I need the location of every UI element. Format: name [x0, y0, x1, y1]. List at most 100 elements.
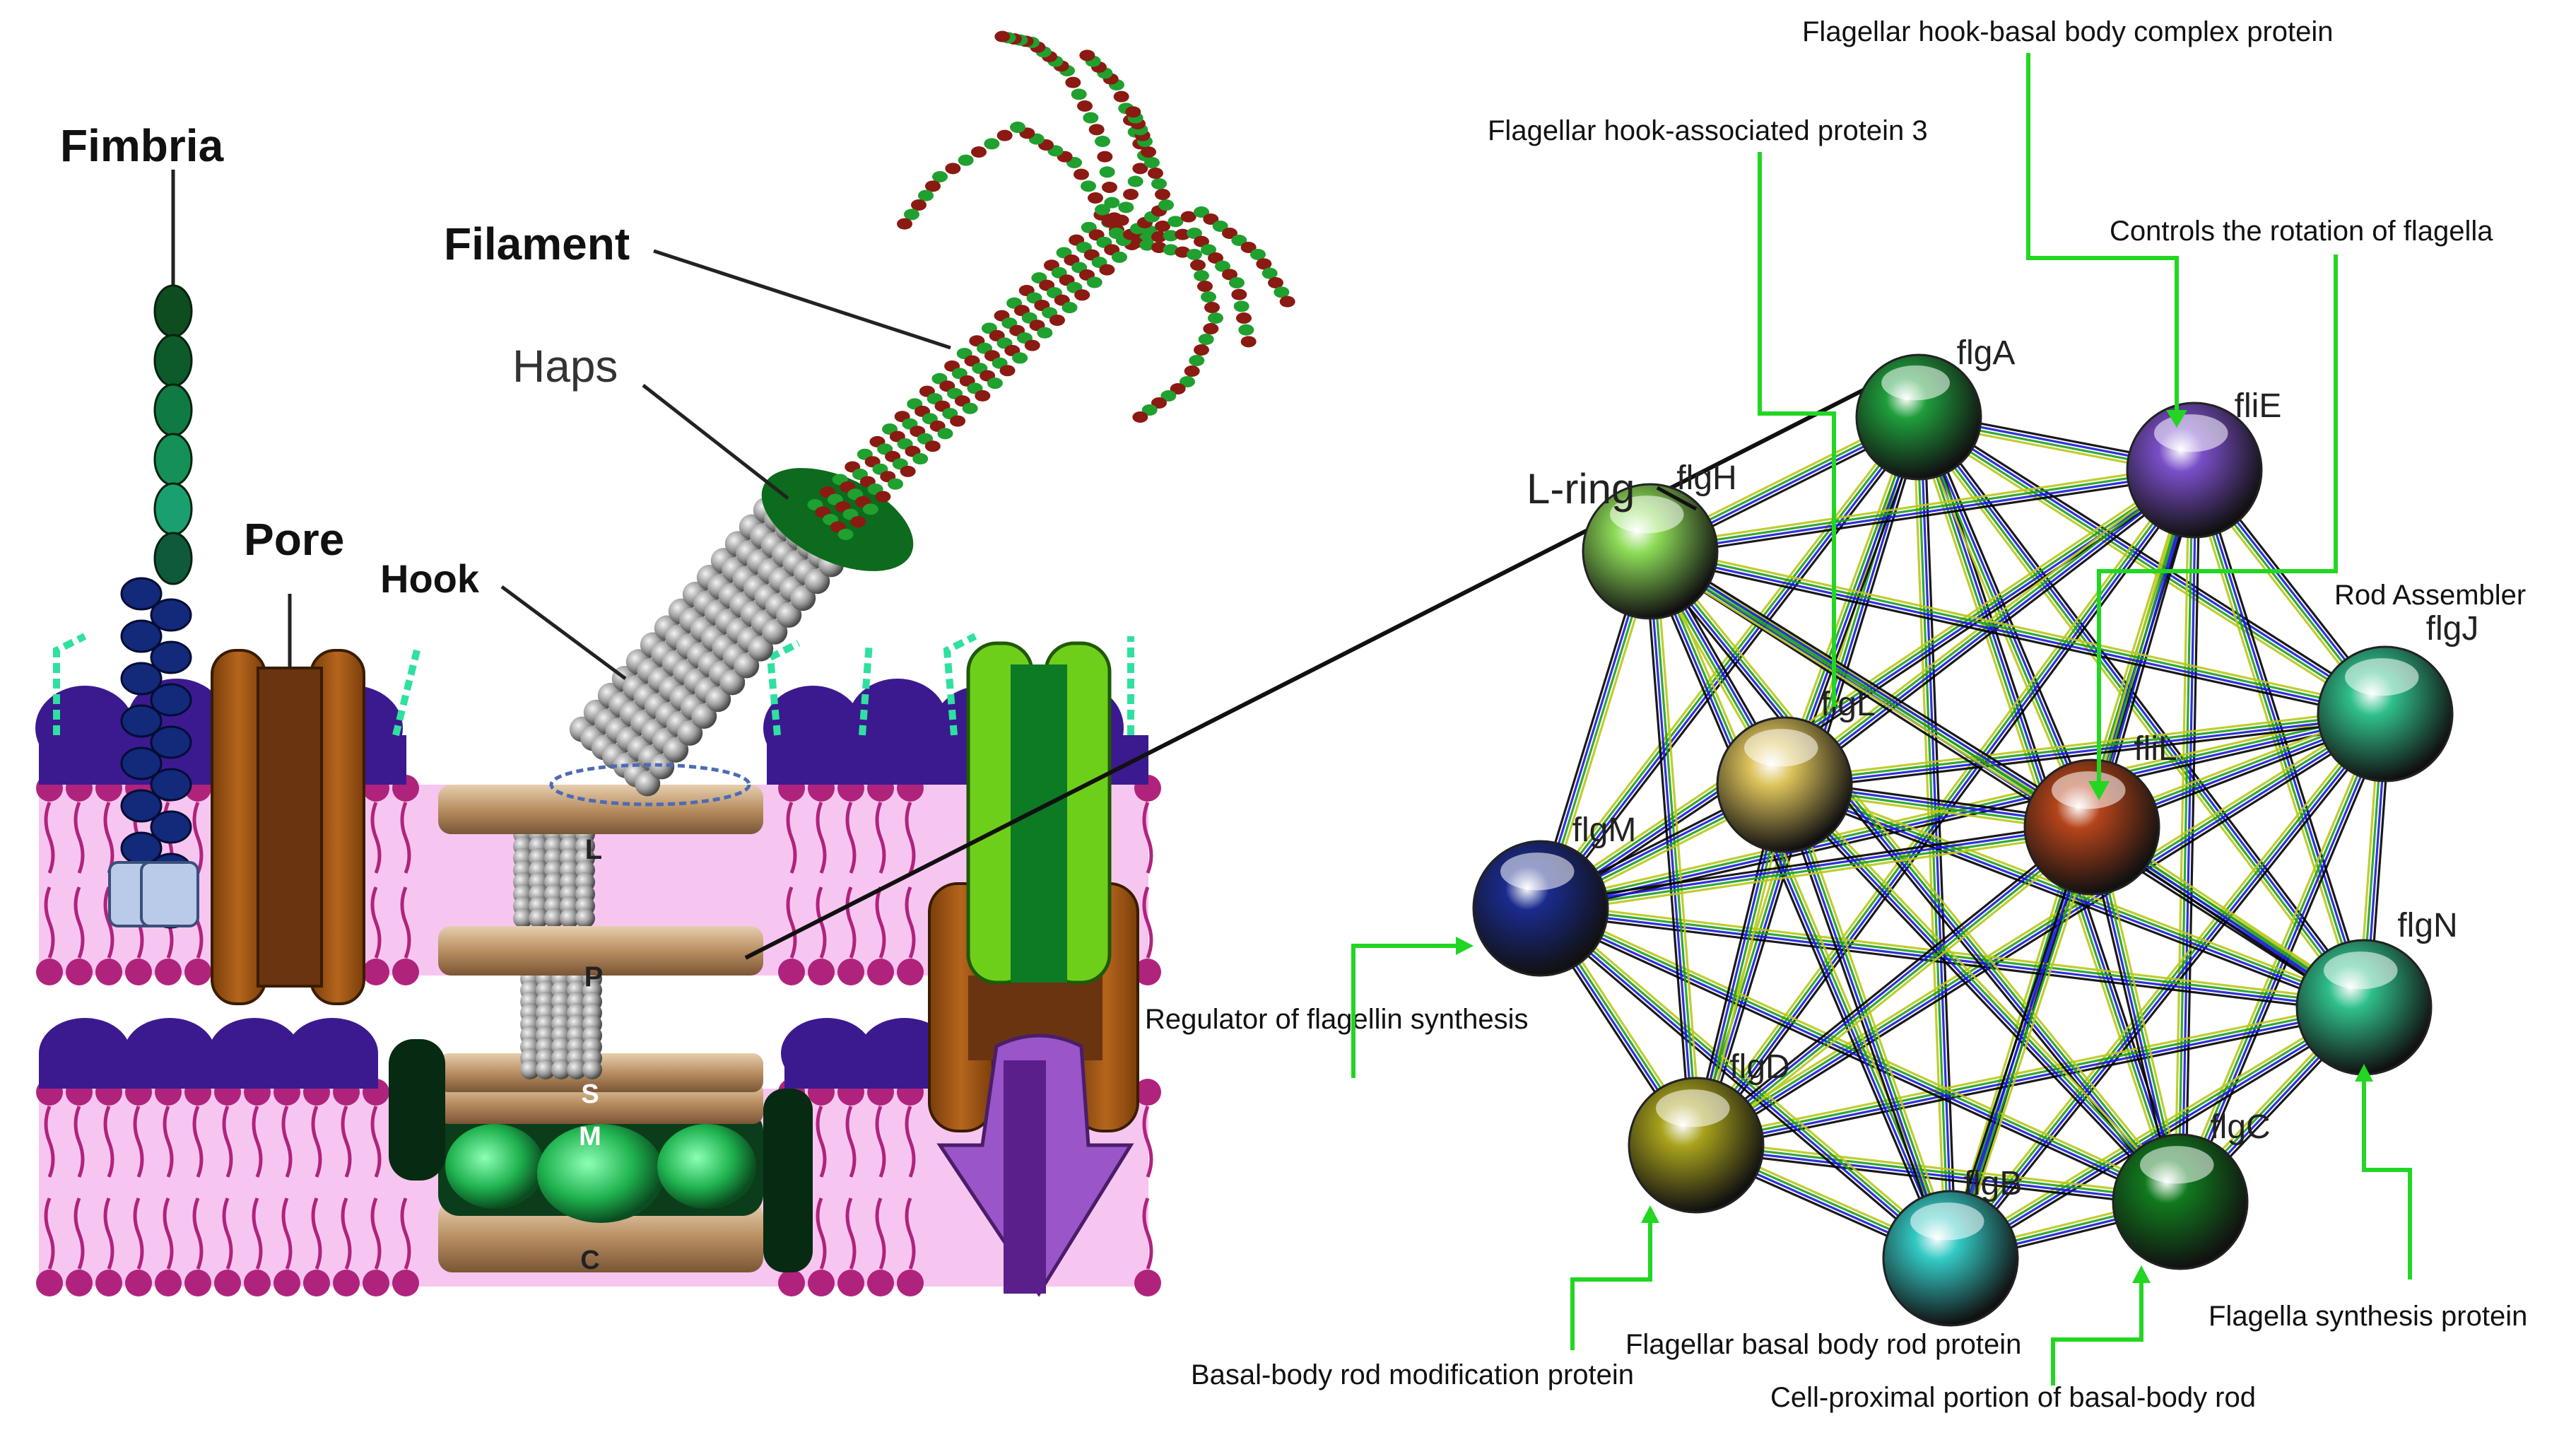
- filament-subunit: [962, 402, 978, 414]
- interaction-edge: [1783, 707, 2385, 781]
- lipid-tail: [341, 1106, 352, 1270]
- interaction-edge: [1921, 411, 2389, 711]
- filament-subunit: [1144, 157, 1160, 168]
- filament-subunit: [1163, 230, 1179, 242]
- filament-subunit: [1104, 197, 1120, 209]
- lipid-tail: [905, 1106, 916, 1270]
- annotation-basal-rod-modification: Basal-body rod modification protein: [1191, 1359, 1634, 1390]
- fimbria-subunit: [153, 284, 193, 338]
- lipid-head: [363, 1270, 389, 1296]
- interaction-edge: [1693, 468, 2194, 1145]
- filament-subunit: [875, 491, 891, 503]
- interaction-edge: [1647, 551, 2180, 1204]
- hook-subunit: [705, 686, 731, 713]
- filament-subunit: [984, 138, 1000, 150]
- interaction-edge: [1919, 415, 2367, 1007]
- lipid-head: [363, 959, 389, 985]
- filament-subunit: [1081, 180, 1096, 192]
- lipid-head: [837, 959, 864, 985]
- lipid-tail: [222, 1106, 233, 1270]
- filament-subunit: [932, 171, 948, 182]
- annotation-arrowheads: [1456, 410, 2373, 1283]
- filament-subunit: [1279, 295, 1295, 308]
- interaction-edge: [1541, 417, 1922, 910]
- annotation-hook-basal-complex: Flagellar hook-basal body complex protei…: [1802, 16, 2334, 47]
- filament-subunit: [1238, 324, 1254, 336]
- fimbria-subunit: [120, 704, 163, 738]
- interaction-edge: [1698, 718, 2389, 1151]
- hook-subunit: [734, 652, 760, 679]
- ring-m-label: M: [579, 1122, 601, 1152]
- ring-c-label: C: [580, 1246, 599, 1275]
- filament-subunit: [1212, 221, 1228, 232]
- hook-subunit: [776, 602, 802, 628]
- secretion-system: [928, 641, 1139, 1297]
- lipid-head: [867, 959, 894, 985]
- filament-subunit: [862, 503, 878, 515]
- filament-subunit: [994, 30, 1011, 42]
- filament-subunit: [996, 129, 1013, 141]
- node-highlight: [2052, 771, 2126, 809]
- cell-envelope-diagram: L P S M C: [35, 30, 1295, 1297]
- interaction-edge: [1651, 545, 2387, 710]
- filament-subunit: [1061, 302, 1078, 314]
- fimbria: [108, 170, 199, 929]
- lipid-head: [392, 1270, 419, 1296]
- filament-subunit: [1074, 289, 1090, 301]
- filament-subunit: [1151, 397, 1167, 409]
- filament-subunit: [1141, 146, 1156, 158]
- filament-subunit: [1010, 122, 1025, 133]
- filament-subunit: [1175, 246, 1191, 258]
- filament-subunit: [1088, 124, 1105, 136]
- filament-subunit: [1071, 88, 1087, 100]
- filament-subunit: [1208, 312, 1223, 324]
- interaction-edge: [1693, 708, 2383, 1142]
- filament-subunit: [958, 154, 974, 166]
- interaction-edge: [1695, 1001, 2363, 1142]
- filament-subunit: [1180, 211, 1196, 223]
- ring-s-label: S: [581, 1079, 599, 1109]
- rod-subunit: [529, 908, 548, 928]
- filament-subunit: [1148, 168, 1163, 179]
- interaction-edge: [1694, 711, 2385, 1145]
- filament-subunit: [1123, 189, 1139, 200]
- lipid-head: [392, 959, 419, 985]
- filament-subunit: [1256, 258, 1272, 270]
- filament-subunit: [1097, 151, 1113, 163]
- fimbria-subunit: [153, 433, 193, 486]
- lipid-tail: [1142, 802, 1153, 959]
- filament-subunit: [1190, 259, 1206, 271]
- lipid-tail: [311, 1106, 322, 1270]
- filament-label: Filament: [444, 218, 630, 269]
- interaction-edge: [1647, 554, 2362, 1013]
- fimbria-subunit: [150, 598, 192, 632]
- filament-subunit: [1250, 249, 1266, 260]
- hook-leader: [500, 585, 627, 681]
- hook-subunit: [663, 737, 689, 763]
- lipid-tail: [370, 1106, 382, 1270]
- interaction-edge: [1536, 464, 2192, 906]
- lipid-head: [897, 959, 924, 985]
- interaction-edge: [1951, 827, 2095, 1260]
- filament-subunit: [900, 465, 916, 477]
- filament-subunit: [1204, 302, 1220, 313]
- filament-subunit: [1194, 235, 1209, 247]
- hook-label: Hook: [380, 556, 480, 601]
- node-label-flgM: flgM: [1572, 812, 1637, 849]
- lipid-tail: [252, 1106, 263, 1270]
- annotation-flagella-synthesis: Flagella synthesis protein: [2209, 1301, 2527, 1332]
- hook-subunit: [790, 585, 816, 611]
- interaction-edge: [1654, 551, 1703, 1145]
- lipid-head: [66, 1270, 93, 1296]
- peptidoglycan-layer: [39, 1018, 954, 1089]
- lipid-tail: [163, 1106, 174, 1270]
- lipid-head: [36, 1270, 63, 1296]
- interaction-edge: [1541, 827, 2093, 912]
- lipid-head: [778, 1270, 805, 1296]
- filament-subunit: [1158, 199, 1174, 211]
- interaction-edge: [2198, 468, 2370, 1007]
- interaction-edge: [1541, 831, 2093, 915]
- interaction-edge: [1538, 415, 1919, 908]
- filament-subunit: [1194, 206, 1209, 218]
- fimbria-subunit: [120, 619, 163, 653]
